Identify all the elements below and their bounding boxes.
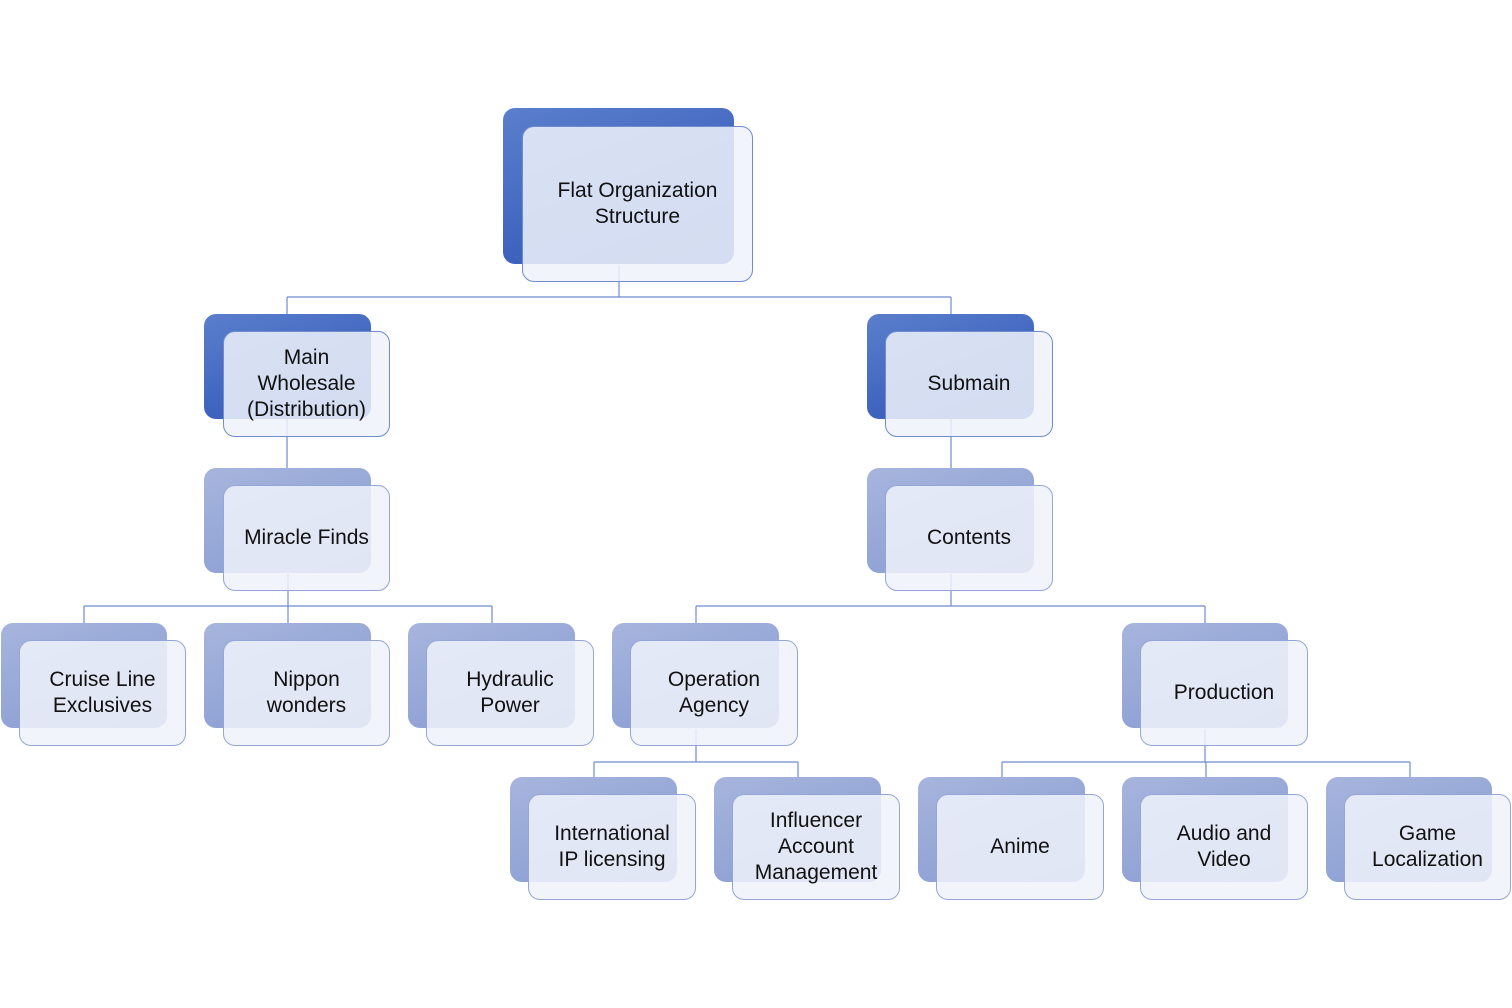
node-label: Operation Agency bbox=[667, 668, 761, 717]
node-box: Submain bbox=[885, 331, 1053, 437]
node-box: Influencer Account Management bbox=[732, 794, 900, 900]
node-box: Flat Organization Structure bbox=[522, 126, 753, 282]
node-box: Nippon wonders bbox=[223, 640, 390, 746]
node-label: Hydraulic Power bbox=[466, 668, 554, 717]
node-label: Anime bbox=[990, 835, 1050, 858]
node-box: Operation Agency bbox=[630, 640, 798, 746]
node-label: Game Localization bbox=[1372, 822, 1483, 871]
node-box: Contents bbox=[885, 485, 1053, 591]
node-label: Production bbox=[1173, 681, 1275, 704]
node-box: International IP licensing bbox=[528, 794, 696, 900]
node-box: Production bbox=[1140, 640, 1308, 746]
node-box: Anime bbox=[936, 794, 1104, 900]
node-label: Flat Organization Structure bbox=[557, 179, 718, 228]
node-label: Miracle Finds bbox=[244, 526, 369, 549]
node-box: Game Localization bbox=[1344, 794, 1511, 900]
node-box: Audio and Video bbox=[1140, 794, 1308, 900]
node-box: Cruise Line Exclusives bbox=[19, 640, 186, 746]
node-box: Main Wholesale (Distribution) bbox=[223, 331, 390, 437]
node-label: Main Wholesale (Distribution) bbox=[246, 346, 367, 421]
node-label: Submain bbox=[927, 372, 1011, 395]
node-label: Cruise Line Exclusives bbox=[49, 668, 156, 717]
node-label: Contents bbox=[926, 526, 1012, 549]
node-box: Hydraulic Power bbox=[426, 640, 594, 746]
node-label: Influencer Account Management bbox=[754, 809, 878, 884]
node-label: Audio and Video bbox=[1176, 822, 1272, 871]
node-label: International IP licensing bbox=[554, 822, 670, 871]
node-label: Nippon wonders bbox=[266, 668, 347, 717]
node-box: Miracle Finds bbox=[223, 485, 390, 591]
